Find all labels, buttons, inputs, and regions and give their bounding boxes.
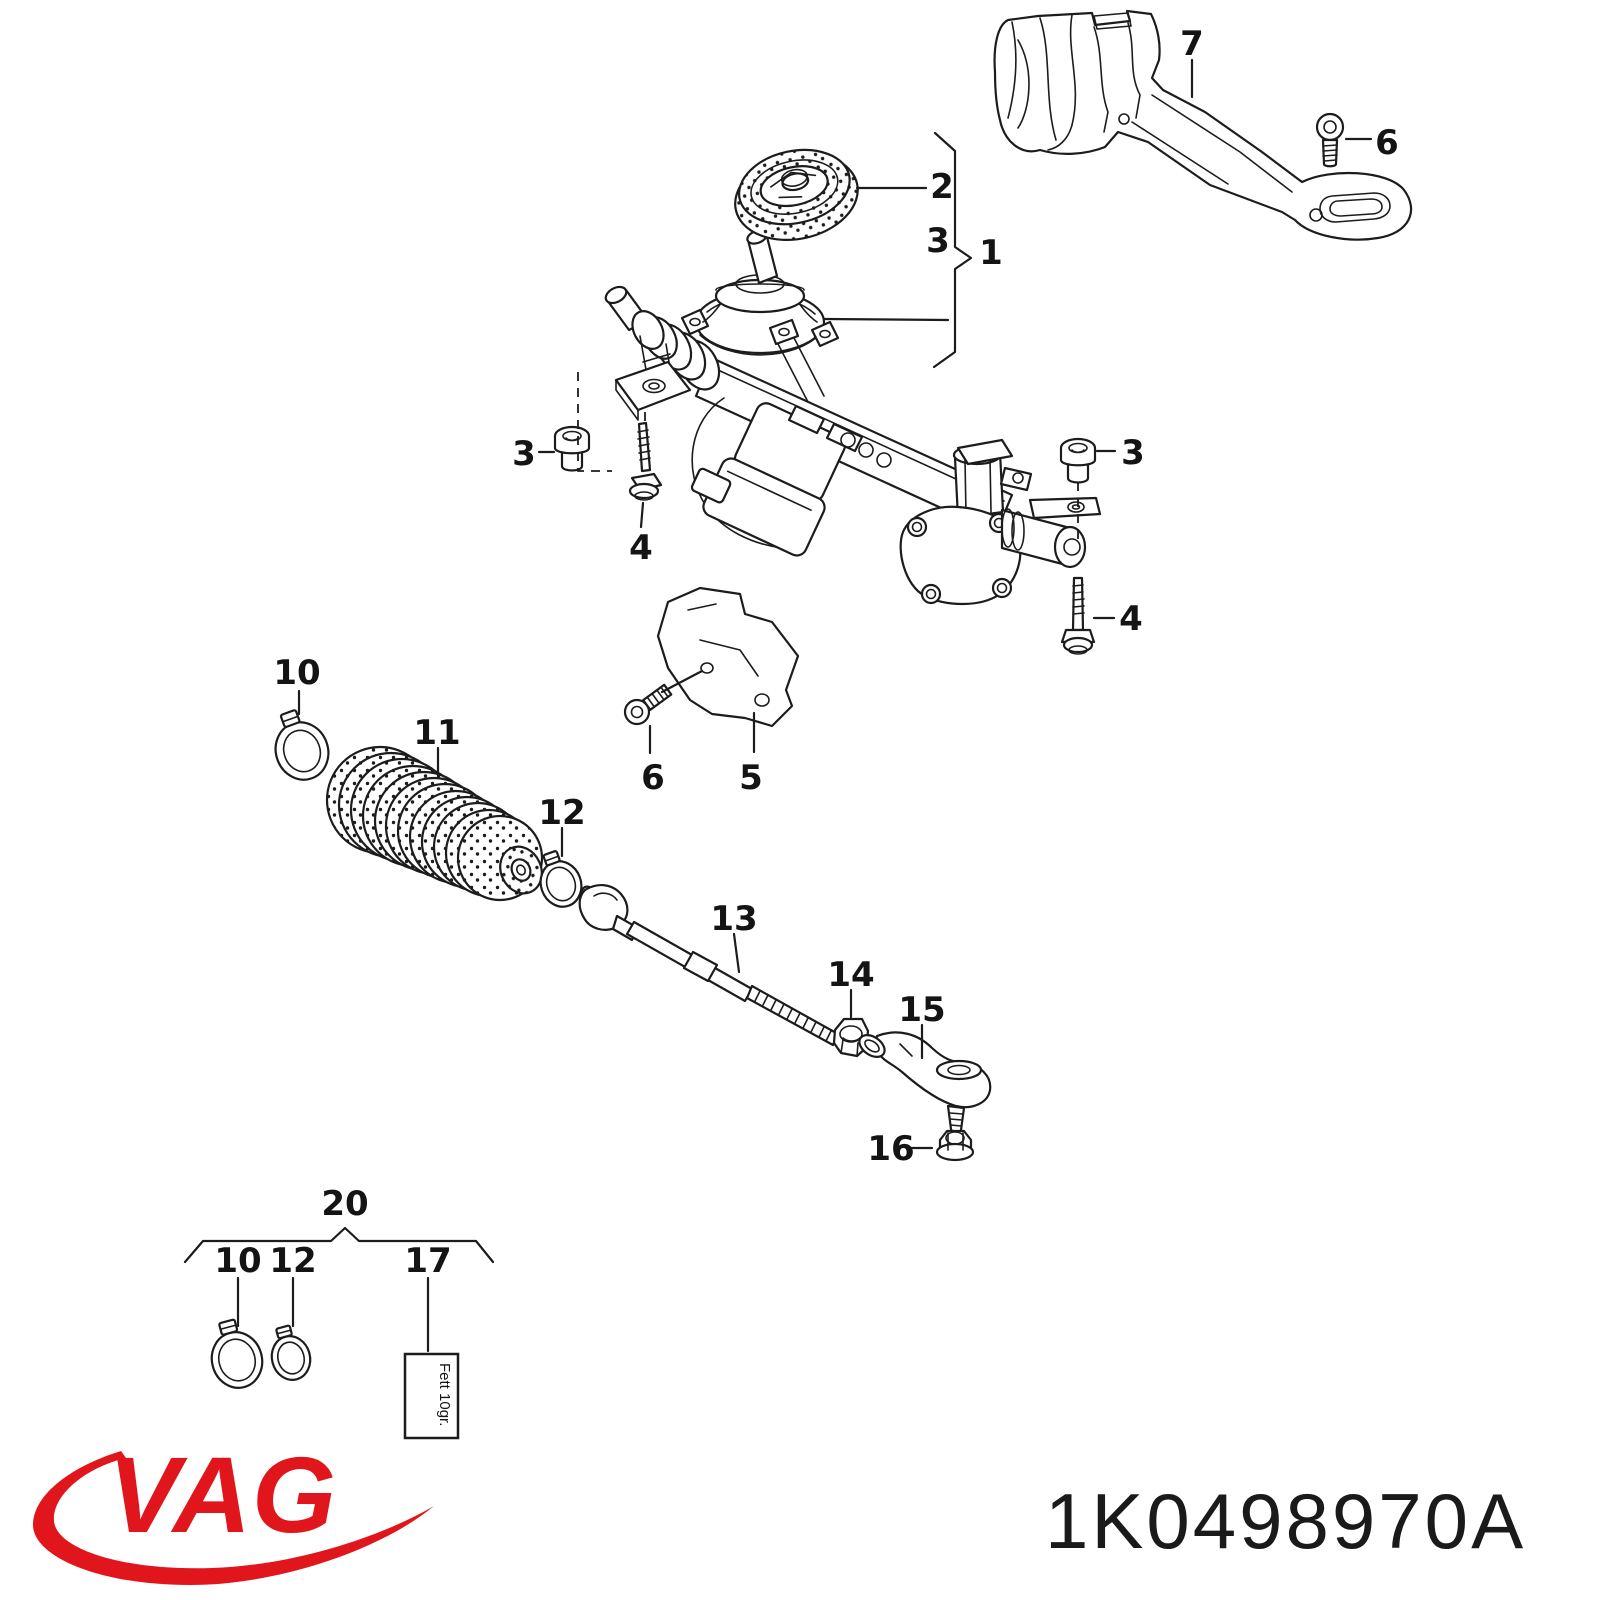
part-number: 1K0498970A — [1045, 1477, 1526, 1565]
inner-tie-rod-drawing — [578, 884, 840, 1047]
callout-10-legend[interactable]: 10 — [214, 1241, 261, 1281]
callout-15[interactable]: 15 — [898, 990, 945, 1030]
mount-screw-left-drawing — [628, 421, 663, 501]
callout-3-right[interactable]: 3 — [1121, 433, 1145, 473]
callout-6-middle[interactable]: 6 — [641, 758, 665, 798]
mount-screw-right-drawing — [1060, 576, 1096, 655]
callout-17[interactable]: 17 — [404, 1241, 451, 1281]
callout-4-right[interactable]: 4 — [1119, 599, 1143, 639]
callout-7[interactable]: 7 — [1180, 24, 1204, 64]
clamp-10-drawing — [274, 709, 330, 781]
grease-box-label: Fett 10gr. — [436, 1363, 453, 1426]
legend-clamp-12-drawing — [270, 1324, 312, 1381]
callout-leader-lines — [822, 58, 1373, 369]
callout-12[interactable]: 12 — [538, 793, 585, 833]
callout-12-legend[interactable]: 12 — [269, 1241, 316, 1281]
callout-16[interactable]: 16 — [867, 1129, 914, 1169]
callout-5[interactable]: 5 — [739, 758, 763, 798]
bracket-drawing — [656, 586, 800, 728]
legend-clamp-10-drawing — [210, 1318, 264, 1389]
shield-bolt-drawing — [1315, 112, 1345, 168]
nut-16-drawing — [935, 1129, 975, 1162]
steering-gear-assembly-drawing — [604, 229, 1102, 606]
callout-3-top[interactable]: 3 — [926, 221, 950, 261]
grease-box: Fett 10gr. — [403, 1352, 460, 1440]
callout-6-top-right[interactable]: 6 — [1375, 123, 1399, 163]
callout-20[interactable]: 20 — [321, 1184, 368, 1224]
boot-drawing — [325, 745, 544, 902]
tie-rod-end-drawing — [858, 1031, 992, 1134]
callout-14[interactable]: 14 — [827, 955, 874, 995]
callout-4-left[interactable]: 4 — [629, 528, 653, 568]
damper-ring-drawing — [734, 148, 859, 242]
bracket-bolt-drawing — [623, 683, 673, 726]
vag-logo-text: VAG — [108, 1434, 337, 1555]
mount-bushing-right-drawing — [1059, 437, 1097, 484]
housing-bellows — [631, 310, 721, 391]
callout-11[interactable]: 11 — [413, 713, 460, 753]
callout-10[interactable]: 10 — [273, 653, 320, 693]
vag-logo-swoosh — [32, 1451, 434, 1585]
callout-2[interactable]: 2 — [930, 167, 954, 207]
heat-shield-drawing — [993, 9, 1413, 241]
callout-3-left[interactable]: 3 — [512, 434, 536, 474]
callout-1[interactable]: 1 — [979, 233, 1003, 273]
clamp-12-drawing — [539, 850, 583, 908]
vag-logo: VAG — [32, 1434, 434, 1585]
legend-group: Fett 10gr. — [183, 1226, 495, 1440]
callout-13[interactable]: 13 — [710, 899, 757, 939]
mount-bushing-left-drawing — [553, 425, 591, 472]
